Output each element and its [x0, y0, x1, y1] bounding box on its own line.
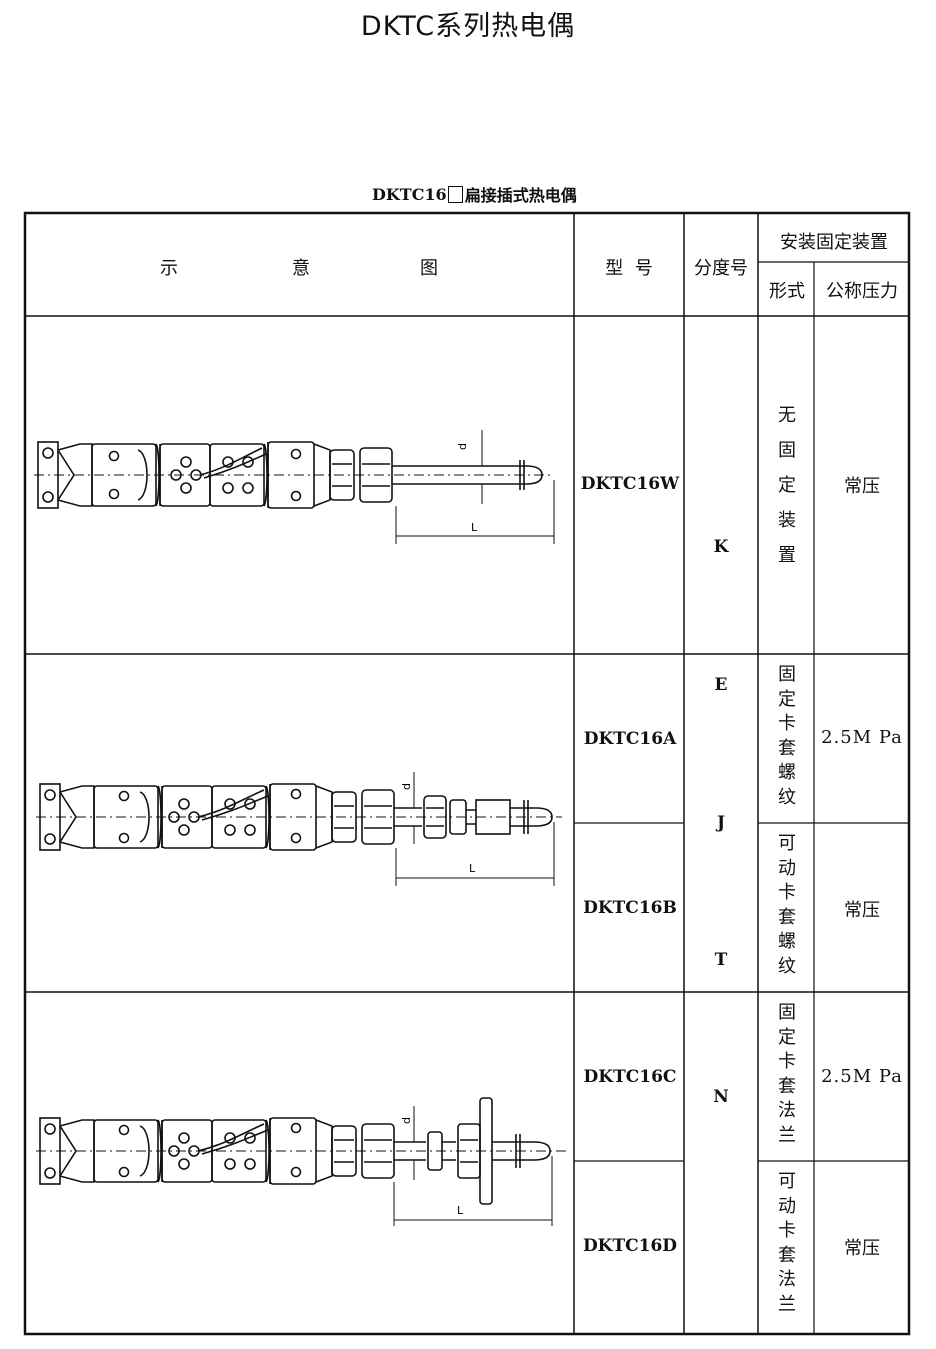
grade-cell: E — [714, 675, 728, 695]
header-grade: 分度号 — [694, 258, 748, 279]
header-form: 形式 — [769, 281, 805, 302]
grade-cell: N — [713, 1087, 729, 1107]
header-model: 型 号 — [605, 258, 653, 279]
model-cell: DKTC16W — [580, 474, 680, 494]
form-cell: 可动卡套螺纹 — [778, 833, 796, 977]
form-cell: 固定卡套法兰 — [778, 1002, 796, 1146]
header-diagram-char-3: 图 — [420, 258, 438, 279]
header-diagram-char-2: 意 — [292, 258, 310, 279]
dimension-d-label: d — [400, 783, 413, 790]
page-title: DKTC系列热电偶 — [360, 11, 576, 42]
dimension-d-label: d — [456, 443, 469, 450]
model-cell: DKTC16A — [583, 729, 677, 749]
pressure-cell: 常压 — [844, 900, 880, 921]
dimension-l-label: L — [457, 1204, 464, 1217]
form-cell: 可动卡套法兰 — [778, 1171, 796, 1315]
placeholder-box-icon — [447, 185, 463, 203]
dimension-d-label: d — [400, 1117, 413, 1124]
diagram-thermocouple-a: d L — [36, 772, 562, 886]
model-cell: DKTC16D — [582, 1236, 678, 1256]
diagram-thermocouple-c: d L — [36, 1097, 566, 1226]
grade-cell: J — [716, 813, 726, 833]
pressure-cell: 2.5M Pa — [821, 1066, 903, 1087]
header-diagram-char-1: 示 — [160, 258, 178, 279]
caption-name: 扁接插式热电偶 — [464, 186, 577, 205]
caption-model-prefix: DKTC16 — [372, 184, 447, 204]
diagram-thermocouple-w: d L — [34, 430, 555, 544]
pressure-cell: 常压 — [844, 1238, 880, 1259]
pressure-cell: 2.5M Pa — [821, 727, 903, 748]
dimension-l-label: L — [471, 521, 478, 534]
model-cell: DKTC16B — [583, 898, 677, 918]
header-install-group: 安装固定装置 — [780, 232, 888, 253]
grade-cell: K — [713, 537, 729, 557]
grade-cell: T — [714, 950, 728, 970]
header-pressure: 公称压力 — [826, 281, 898, 302]
dimension-l-label: L — [469, 862, 476, 875]
pressure-cell: 常压 — [844, 476, 880, 497]
table-caption: DKTC16 扁接插式热电偶 — [372, 182, 577, 206]
model-cell: DKTC16C — [583, 1067, 677, 1087]
form-cell: 固定卡套螺纹 — [778, 664, 796, 808]
form-cell: 无固定装置 — [778, 405, 796, 566]
